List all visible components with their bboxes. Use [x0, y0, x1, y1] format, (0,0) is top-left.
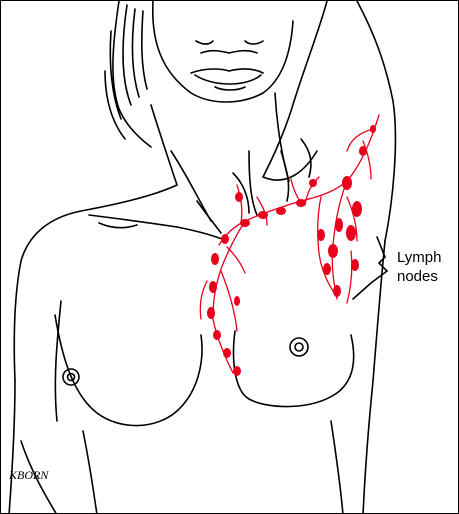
signature-text: KBORN [8, 468, 49, 482]
